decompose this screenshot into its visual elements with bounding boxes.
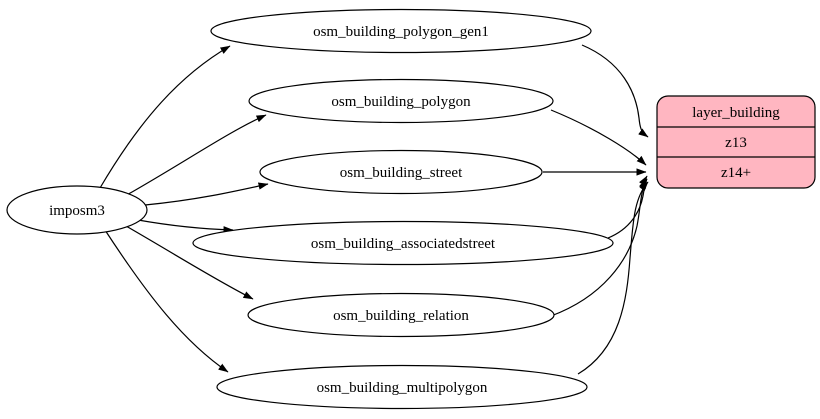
imposm3-ellipse	[6, 185, 148, 235]
node-osm_building_associatedstreet: osm_building_associatedstreet	[192, 220, 614, 266]
node-osm_building_street: osm_building_street	[259, 149, 543, 195]
edge-imposm3-to-osm_building_polygon_gen1	[99, 45, 231, 189]
layer_building-row-z13: z13	[725, 135, 747, 151]
osm_building_polygon-label: osm_building_polygon	[331, 94, 471, 110]
osm_building_polygon_gen1-ellipse	[210, 8, 592, 54]
edge-osm_building_associatedstreet-to-layer_building-z14	[607, 175, 648, 239]
edge-imposm3-to-osm_building_polygon	[124, 114, 267, 197]
node-osm_building_polygon: osm_building_polygon	[248, 78, 554, 124]
osm_building_street-ellipse	[259, 149, 543, 195]
edge-osm_building_polygon_gen1-to-layer_building-z13	[581, 44, 649, 138]
edge-osm_building_relation-to-layer_building-z14	[550, 178, 648, 317]
imposm3-label: imposm3	[49, 203, 105, 219]
osm_building_polygon_gen1-label: osm_building_polygon_gen1	[313, 24, 489, 40]
osm_building_polygon-ellipse	[248, 78, 554, 124]
edge-osm_building_polygon-to-layer_building-z14	[550, 109, 647, 166]
layer_building-row-z14: z14+	[721, 165, 751, 181]
osm_building_street-label: osm_building_street	[340, 165, 463, 181]
edge-imposm3-to-osm_building_associatedstreet	[137, 219, 234, 234]
edge-imposm3-to-osm_building_street	[144, 182, 269, 206]
osm_building_multipolygon-label: osm_building_multipolygon	[317, 380, 488, 396]
edge-imposm3-to-osm_building_multipolygon	[104, 229, 229, 373]
osm_building_multipolygon-ellipse	[216, 364, 588, 410]
osm_building_relation-label: osm_building_relation	[333, 308, 469, 324]
node-imposm3: imposm3	[6, 185, 148, 235]
edge-osm_building_multipolygon-to-layer_building-z14	[577, 181, 649, 375]
edge-group	[99, 44, 649, 375]
edge-imposm3-to-osm_building_relation	[125, 225, 254, 300]
node-layer_building: layer_building z13 z14+	[656, 95, 816, 189]
layer_building-title: layer_building	[692, 105, 780, 121]
layer_building-box	[656, 95, 816, 189]
node-osm_building_multipolygon: osm_building_multipolygon	[216, 364, 588, 410]
osm_building_relation-ellipse	[247, 292, 555, 338]
node-osm_building_polygon_gen1: osm_building_polygon_gen1	[210, 8, 592, 54]
node-osm_building_relation: osm_building_relation	[247, 292, 555, 338]
osm_building_associatedstreet-ellipse	[192, 220, 614, 266]
osm_building_associatedstreet-label: osm_building_associatedstreet	[311, 236, 496, 252]
